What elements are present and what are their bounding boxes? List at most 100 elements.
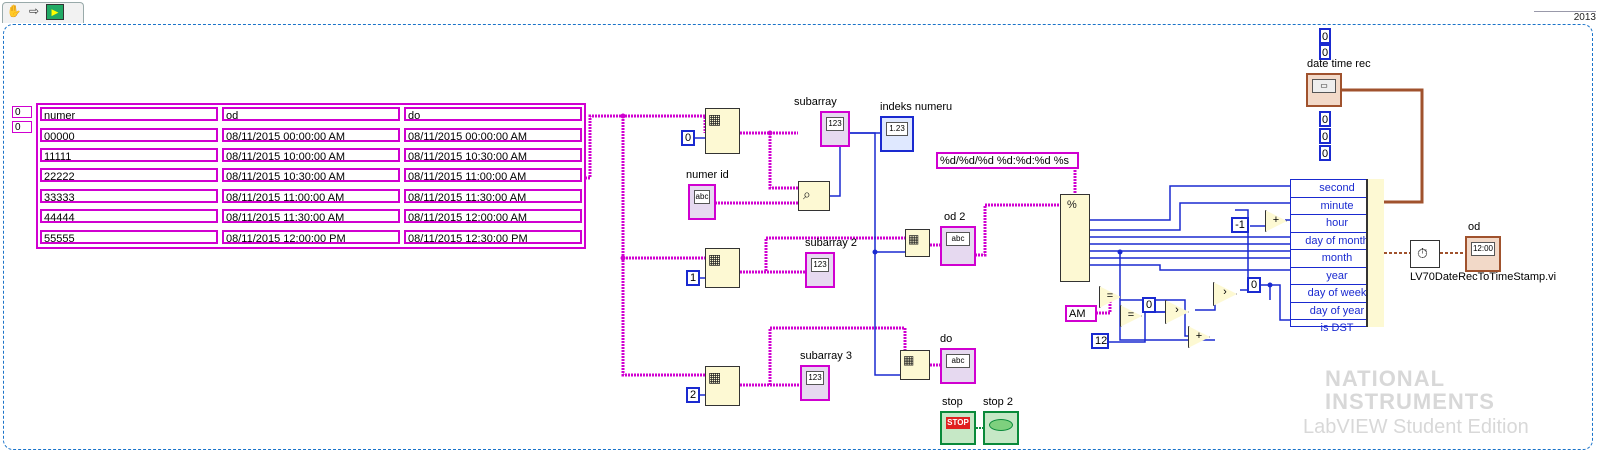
table-cell[interactable]: 55555: [40, 230, 218, 244]
zero-constant[interactable]: 0: [1247, 277, 1261, 293]
table-cell[interactable]: 08/11/2015 12:00:00 PM: [222, 230, 400, 244]
index-array-node[interactable]: ▦: [705, 248, 740, 288]
table-cell[interactable]: 08/11/2015 12:00:00 AM: [404, 209, 582, 223]
table-cell[interactable]: 08/11/2015 11:00:00 AM: [404, 168, 582, 182]
table-row-index[interactable]: 0: [12, 106, 32, 118]
table-cell[interactable]: 08/11/2015 00:00:00 AM: [222, 128, 400, 142]
od-timestamp-display: 12:00: [1471, 242, 1495, 256]
table-header[interactable]: do: [404, 107, 582, 121]
subarray3-indicator[interactable]: 123: [800, 365, 830, 401]
run-icon[interactable]: ▶: [46, 4, 64, 20]
stop2-button[interactable]: [983, 411, 1019, 445]
bundle-field-minute[interactable]: minute: [1291, 198, 1383, 215]
index-constant-1[interactable]: 1: [686, 270, 700, 286]
table-cell[interactable]: 11111: [40, 148, 218, 162]
table-cell[interactable]: 33333: [40, 189, 218, 203]
table-col-index[interactable]: 0: [12, 121, 32, 133]
subarray-display: 123: [826, 117, 844, 131]
array-icon: ▦: [908, 232, 920, 246]
array-icon: ▦: [708, 369, 722, 385]
arrow-tool-icon[interactable]: ⇨: [28, 4, 40, 18]
table-cell[interactable]: 08/11/2015 10:30:00 AM: [404, 148, 582, 162]
subarray2-label: subarray 2: [805, 237, 857, 249]
numer-id-control[interactable]: abc: [688, 184, 716, 220]
array-element[interactable]: 0: [1319, 145, 1331, 161]
table-header[interactable]: numer: [40, 107, 218, 121]
am-constant[interactable]: AM: [1065, 305, 1097, 322]
zero-constant[interactable]: 0: [1142, 297, 1156, 313]
subvi-node[interactable]: ⏱: [1410, 240, 1440, 268]
numer-id-display: abc: [694, 190, 710, 204]
stop2-label: stop 2: [983, 396, 1013, 408]
clock-icon: ⏱: [1417, 245, 1428, 261]
index-string-node[interactable]: ▦: [900, 350, 930, 380]
index-array-node[interactable]: ▦: [705, 108, 740, 154]
watermark-line2: INSTRUMENTS: [1325, 389, 1495, 414]
stop-icon: STOP: [946, 417, 970, 429]
table-cell[interactable]: 22222: [40, 168, 218, 182]
table-cell[interactable]: 08/11/2015 11:30:00 AM: [404, 189, 582, 203]
array-element[interactable]: 0: [1319, 128, 1331, 144]
version-label: 2013: [1534, 11, 1596, 24]
bundle-field-is-dst[interactable]: is DST: [1320, 322, 1354, 334]
array-element[interactable]: 0: [1319, 111, 1331, 127]
do-label: do: [940, 333, 953, 345]
subarray-indicator[interactable]: 123: [820, 111, 850, 147]
cluster-icon: ▭: [1312, 79, 1336, 93]
stop-button[interactable]: STOP: [940, 411, 976, 445]
index-array-node[interactable]: ▦: [705, 366, 740, 406]
do-display: abc: [946, 354, 970, 368]
array-element[interactable]: 0: [1319, 28, 1331, 44]
date-time-rec-constant[interactable]: ▭: [1306, 73, 1342, 107]
table-cell[interactable]: 08/11/2015 12:30:00 PM: [404, 230, 582, 244]
od2-indicator[interactable]: abc: [940, 226, 976, 266]
indeks-numeru-indicator[interactable]: 1.23: [880, 116, 914, 152]
array-icon: ▦: [708, 251, 722, 267]
table-cell[interactable]: 08/11/2015 11:00:00 AM: [222, 189, 400, 203]
numer-id-label: numer id: [686, 169, 729, 181]
bundle-terminal: [1366, 179, 1384, 327]
block-diagram-frame: [3, 24, 1593, 450]
bundle-field-month[interactable]: month: [1291, 250, 1383, 268]
ni-watermark: NATIONAL INSTRUMENTS LabVIEW Student Edi…: [1265, 366, 1565, 446]
scan-icon: %: [1067, 199, 1077, 211]
search-icon: ⌕: [803, 186, 811, 202]
index-constant-0[interactable]: 0: [681, 130, 695, 146]
table-cell[interactable]: 08/11/2015 00:00:00 AM: [404, 128, 582, 142]
index-string-node[interactable]: ▦: [905, 229, 930, 257]
subarray2-display: 123: [811, 258, 829, 272]
od-label: od: [1468, 221, 1481, 233]
subarray2-indicator[interactable]: 123: [805, 252, 835, 288]
format-string-constant[interactable]: %d/%d/%d %d:%d:%d %s: [936, 152, 1079, 169]
do-indicator[interactable]: abc: [940, 348, 976, 384]
scan-from-string-node[interactable]: %: [1060, 194, 1090, 282]
table-cell[interactable]: 08/11/2015 10:00:00 AM: [222, 148, 400, 162]
search-array-node[interactable]: ⌕: [798, 181, 830, 211]
table-header[interactable]: od: [222, 107, 400, 121]
array-element[interactable]: 0: [1319, 44, 1331, 60]
bundle-field-second[interactable]: second: [1291, 180, 1383, 198]
array-icon: ▦: [708, 111, 722, 127]
minus-one-constant[interactable]: -1: [1231, 217, 1249, 233]
table-cell[interactable]: 08/11/2015 11:30:00 AM: [222, 209, 400, 223]
index-constant-2[interactable]: 2: [686, 387, 700, 403]
date-time-rec-label: date time rec: [1307, 58, 1371, 70]
table-cell[interactable]: 00000: [40, 128, 218, 142]
bundle-field-hour[interactable]: hour: [1291, 215, 1383, 233]
twelve-constant[interactable]: 12: [1091, 333, 1109, 349]
subvi-label: LV70DateRecToTimeStamp.vi: [1410, 271, 1557, 283]
bundle-field-day-of-month[interactable]: day of month: [1291, 233, 1383, 250]
table-cell[interactable]: 08/11/2015 10:30:00 AM: [222, 168, 400, 182]
subarray3-display: 123: [806, 371, 824, 385]
indeks-numeru-display: 1.23: [886, 122, 908, 136]
stop-label: stop: [942, 396, 963, 408]
bundle-field-day-of-week[interactable]: day of week: [1291, 285, 1383, 303]
od-timestamp-indicator[interactable]: 12:00: [1465, 236, 1501, 272]
bundle-field-year[interactable]: year: [1291, 268, 1383, 285]
bundle-field-day-of-year[interactable]: day of year: [1291, 303, 1383, 320]
hand-tool-icon[interactable]: ✋: [6, 4, 22, 18]
table-cell[interactable]: 44444: [40, 209, 218, 223]
table-frame: [36, 103, 586, 249]
subarray3-label: subarray 3: [800, 350, 852, 362]
watermark-line1: NATIONAL: [1325, 366, 1446, 391]
